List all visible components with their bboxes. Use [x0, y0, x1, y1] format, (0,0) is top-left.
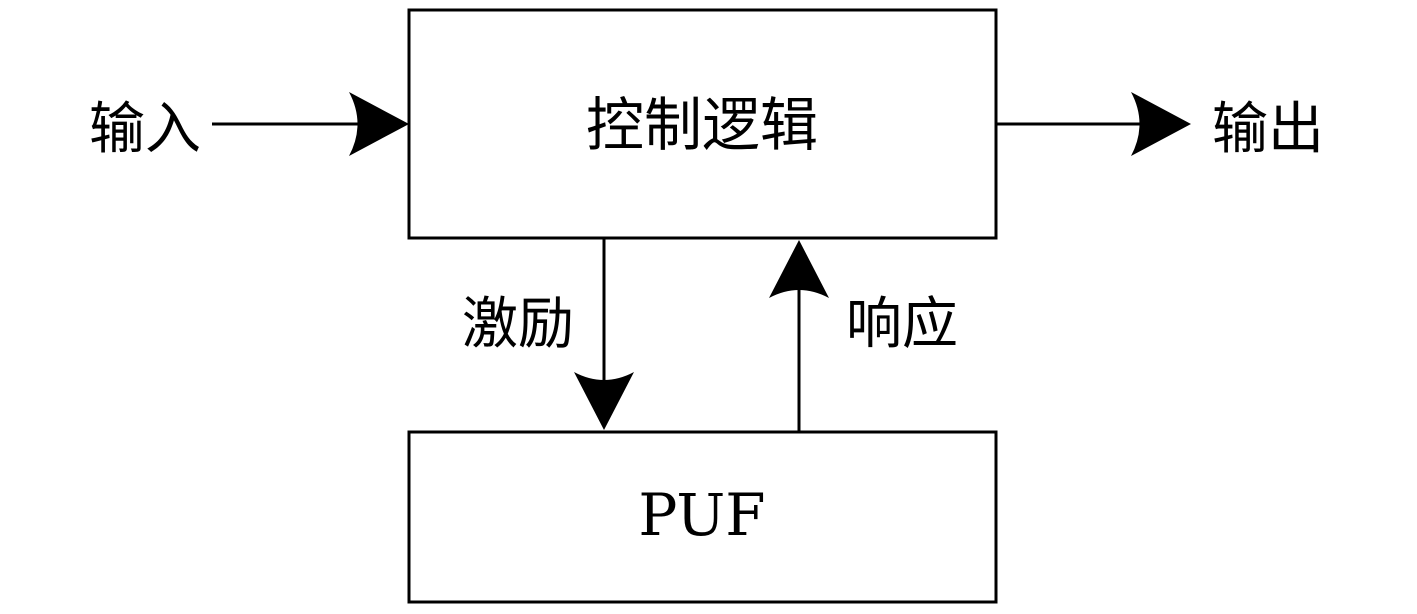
challenge-arrowhead — [574, 372, 634, 430]
challenge-label: 激励 — [462, 292, 574, 357]
control-logic-block: 控制逻辑 — [407, 8, 998, 240]
response-label: 响应 — [846, 292, 958, 357]
control-logic-box — [407, 8, 998, 240]
input-arrowhead — [349, 92, 409, 156]
output-arrowhead — [1131, 92, 1191, 156]
puf-block: PUF — [407, 430, 998, 604]
puf-box — [407, 430, 998, 604]
input-arrow — [212, 92, 409, 156]
response-arrowhead — [769, 240, 829, 298]
puf-label: PUF — [638, 481, 765, 549]
output-label: 输出 — [1212, 97, 1324, 162]
output-arrow — [996, 92, 1191, 156]
input-label: 输入 — [89, 97, 201, 162]
response-arrow — [769, 240, 829, 432]
challenge-arrow — [574, 238, 634, 430]
control-logic-label: 控制逻辑 — [586, 91, 818, 159]
